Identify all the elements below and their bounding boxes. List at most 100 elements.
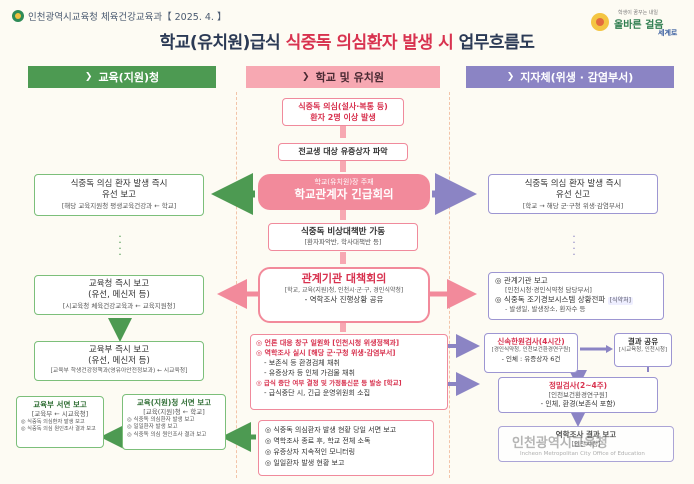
emergency-main: 학교관계자 긴급회의 (294, 187, 394, 202)
left-b2-line1: 교육청 즉시 보고 (88, 279, 150, 289)
agency-item: - 역학조사 진행상황 공유 (304, 294, 384, 304)
action-item: ◎ 역학조사 실시 [해당 군·구청 위생·감염부서] (256, 349, 396, 358)
left-b1-line2: 유선 보고 (102, 190, 136, 201)
right-r2-item1: ◎ 관계기관 보고 (495, 276, 548, 285)
left-b4-item: ◎ 식중독 의심 원인조사 결과 보고 (127, 431, 207, 438)
header-org-text: 인천광역시교육청 체육건강교육과【 2025. 4. 】 (28, 12, 227, 23)
left-b4-title: 교육(지원)청 서면 보고 (136, 398, 212, 407)
logo-line3: 세계로 (658, 28, 678, 37)
result-share-sub: [시교육청, 인천시청] (618, 347, 668, 354)
right-r2-item1-sub: [인천시청·경인식약청 담당부서] (505, 286, 592, 295)
title-part1: 학교(유치원)급식 (159, 33, 286, 53)
rapid-test-title: 신속한원검사(4시간) (497, 337, 565, 346)
left-written-report-office-box: 교육(지원)청 서면 보고 [교육(지원)청 ← 학교] ◎ 식중독 의심환자 … (122, 394, 226, 450)
epi-result-box: 역학조사 결과 보고 [인천시청] (498, 426, 674, 462)
logo-line1: 학생이 꿈꾸는 내일 (618, 9, 658, 16)
left-b1-sub: [해당 교육지원청 평생교육건강과 ← 학교] (61, 201, 177, 210)
result-share-box: 결과 공유 [시교육청, 인천시청] (614, 333, 672, 367)
watermark-text: 인천광역시교육청 (512, 432, 608, 451)
rapid-test-sub: [경인식약청, 인천보건환경연구원] (491, 347, 571, 354)
right-r1-line1: 식중독 의심 환자 발생 즉시 (524, 179, 622, 189)
detailed-test-title: 정밀검사(2~4주) (548, 381, 608, 390)
left-b3-line2: (유선, 메신저 등) (88, 356, 150, 367)
left-initial-report-box: 식중독 의심 환자 발생 즉시 유선 보고 [해당 교육지원청 평생교육건강과 … (34, 174, 204, 216)
agency-sub: [학교, 교육(지원)청, 인천시·군·구, 경인식약청] (284, 286, 404, 294)
task-force-main: 식중독 비상대책반 가동 (300, 227, 386, 237)
task-force-sub: [환자파악반, 학사대책반 등] (304, 238, 382, 247)
vertical-dots-icon: ···· (118, 230, 122, 261)
action-item: ◎ 급식 중단 여부 결정 및 가정통신문 등 발송 [학교] (256, 378, 402, 387)
right-initial-report-box: 식중독 의심 환자 발생 즉시 유선 신고 [학교 → 해당 군·구청 위생·감… (488, 174, 658, 214)
right-r2-badge: [식약처] (607, 296, 633, 305)
response-actions-box: ◎ 언론 대응 창구 일원화 [인천시청 위생정책과] ◎ 역학조사 실시 [해… (250, 334, 448, 410)
rapid-test-item: - 인체 : 유증상자 6건 (501, 354, 561, 363)
column-header-middle-label: 학교 및 유치원 (315, 71, 384, 84)
watermark-main: 인천광역시교육청 (512, 436, 608, 451)
left-b3-line1: 교육부 즉시 보고 (88, 345, 150, 355)
logo-line2: 올바른 걸음 (614, 18, 663, 31)
followup-report-box: ◎ 식중독 의심환자 발생 현황 당일 서면 보고 ◎ 역학조사 종료 후, 학… (258, 420, 434, 476)
watermark-sub: Incheon Metropolitan City Office of Educ… (520, 451, 645, 457)
left-b2-line2: (유선, 메신저 등) (88, 290, 150, 301)
report-item: ◎ 유증상자 지속적인 모니터링 (265, 447, 356, 456)
result-share-title: 결과 공유 (627, 337, 659, 346)
left-ministry-report-box: 교육부 즉시 보고 (유선, 메신저 등) [교육부 학생건강정책과(영유아안전… (34, 341, 204, 381)
agency-meeting-box: 관계기관 대책회의 [학교, 교육(지원)청, 인천시·군·구, 경인식약청] … (258, 267, 430, 323)
header-org: 인천광역시교육청 체육건강교육과【 2025. 4. 】 (12, 9, 226, 23)
left-b3-sub: [교육부 학생건강정책과(영유아안전정보과) ← 시교육청] (50, 367, 188, 374)
detailed-test-box: 정밀검사(2~4주) [인천보건환경연구원] - 인체, 환경(보존식 포함) (498, 377, 658, 413)
left-office-report-box: 교육청 즉시 보고 (유선, 메신저 등) [시교육청 체육건강교육과 ← 교육… (34, 275, 204, 315)
report-item: ◎ 일일환자 발생 현황 보고 (265, 458, 345, 467)
report-item: ◎ 역학조사 종료 후, 학교 전체 소독 (265, 436, 371, 445)
left-b5-item: ◎ 식중독 의심 원인조사 결과 보고 (21, 425, 96, 432)
right-r2-item2-sub: - 발생일, 발생장소, 환자수 등 (505, 305, 586, 314)
emergency-meeting-box: 학교(유치원)장 주재 학교관계자 긴급회의 (258, 174, 430, 210)
left-written-report-ministry-box: 교육부 서면 보고 [교육부 ← 시교육청] ◎ 식중독 의심환자 발생 보고 … (16, 396, 104, 448)
survey-text: 전교생 대상 유증상자 파악 (298, 147, 388, 156)
chevron-right-icon: ❯ (506, 72, 515, 82)
left-b4-item: ◎ 일일환자 발생 보고 (127, 424, 178, 431)
rapid-test-box: 신속한원검사(4시간) [경인식약청, 인천보건환경연구원] - 인체 : 유증… (484, 333, 578, 373)
epi-result-title: 역학조사 결과 보고 (555, 430, 617, 439)
title-highlight: 식중독 의심환자 발생 시 (285, 33, 454, 53)
report-item: ◎ 식중독 의심환자 발생 현황 당일 서면 보고 (265, 426, 397, 434)
chevron-right-icon: ❯ (302, 72, 310, 82)
action-item: - 유증상자 등 인체 가검물 채취 (264, 369, 355, 378)
arrow-right-icon (580, 345, 613, 353)
detailed-test-item: - 인체, 환경(보존식 포함) (540, 399, 616, 408)
watermark-sub-text: Incheon Metropolitan City Office of Educ… (520, 451, 645, 457)
agency-main: 관계기관 대책회의 (301, 272, 387, 285)
detailed-test-sub: [인천보건환경연구원] (548, 391, 608, 400)
left-b1-line1: 식중독 의심 환자 발생 즉시 (70, 179, 168, 189)
epi-result-sub: [인천시청] (571, 440, 601, 449)
right-r1-line2: 유선 신고 (556, 190, 590, 201)
column-header-school: ❯ 학교 및 유치원 (246, 66, 440, 88)
action-item: - 보존식 등 환경검체 채취 (264, 359, 340, 368)
left-b4-sub: [교육(지원)청 ← 학교] (143, 408, 205, 417)
column-header-right-label: 지자체(위생 · 감염부서) (520, 71, 634, 84)
survey-box: 전교생 대상 유증상자 파악 (278, 143, 408, 161)
column-header-education-office: ❯ 교육(지원)청 (28, 66, 216, 88)
slogan-logo: 학생이 꿈꾸는 내일 올바른 걸음 세계로 (588, 4, 684, 38)
left-b2-sub: [시교육청 체육건강교육과 ← 교육지원청] (62, 301, 176, 310)
right-agency-report-box: ◎ 관계기관 보고 [인천시청·경인식약청 담당부서] ◎ 식중독 조기경보시스… (488, 272, 664, 320)
right-r1-sub: [학교 → 해당 군·구청 위생·감염부서] (522, 201, 624, 210)
emergency-sub: 학교(유치원)장 주재 (314, 178, 374, 186)
suspected-case-box: 식중독 의심(설사·복통 등) 환자 2명 이상 발생 (282, 98, 404, 126)
suspected-line2: 환자 2명 이상 발생 (310, 112, 376, 122)
org-emblem-icon (12, 10, 24, 22)
left-b5-sub: [교육부 ← 시교육청] (31, 410, 89, 419)
right-r2-item2: ◎ 식중독 조기경보시스템 상황전파 (495, 294, 606, 304)
column-header-left-label: 교육(지원)청 (98, 71, 160, 84)
page-title: 학교(유치원)급식 식중독 의심환자 발생 시 업무흐름도 (0, 28, 694, 53)
suspected-line1: 식중독 의심(설사·복통 등) (298, 102, 388, 111)
action-item: - 급식중단 시, 긴급 운영위원회 소집 (264, 388, 371, 397)
vertical-dots-icon: ···· (572, 230, 576, 261)
title-part2: 업무흐름도 (453, 33, 535, 53)
left-b5-item: ◎ 식중독 의심환자 발생 보고 (21, 418, 85, 425)
action-item: ◎ 언론 대응 창구 일원화 [인천시청 위생정책과] (256, 339, 400, 347)
left-b5-title: 교육부 서면 보고 (33, 400, 87, 409)
column-header-local-gov: ❯ 지자체(위생 · 감염부서) (466, 66, 674, 88)
left-b4-item: ◎ 식중독 의심환자 발생 보고 (127, 416, 195, 423)
task-force-box: 식중독 비상대책반 가동 [환자파악반, 학사대책반 등] (268, 223, 418, 251)
